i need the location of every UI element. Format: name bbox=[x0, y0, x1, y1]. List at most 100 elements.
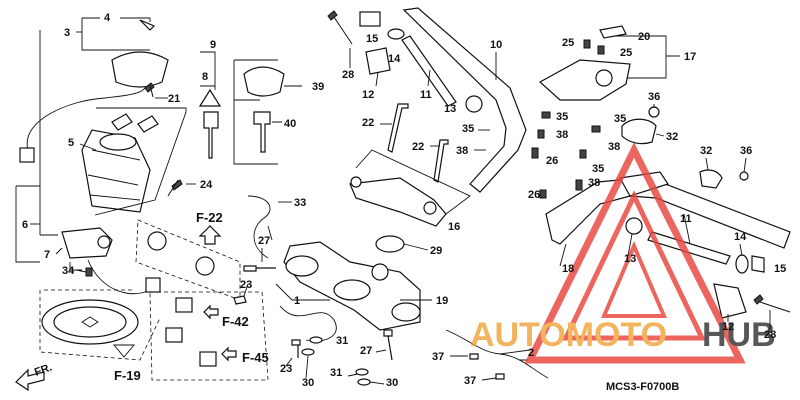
callout-4: 4 bbox=[104, 12, 111, 24]
callout-6: 6 bbox=[22, 219, 28, 231]
lock-cylinder-a bbox=[147, 231, 167, 251]
key-head-part bbox=[243, 66, 285, 97]
callout-13a: 13 bbox=[444, 103, 456, 115]
clip-part bbox=[139, 19, 156, 31]
callout-12a: 12 bbox=[362, 89, 374, 101]
callout-14a: 14 bbox=[388, 53, 401, 65]
callout-12b: 12 bbox=[722, 321, 734, 333]
callout-15: 15 bbox=[366, 33, 378, 45]
callout-38c: 38 bbox=[608, 141, 620, 153]
callout-16: 16 bbox=[448, 221, 460, 233]
ignition-group bbox=[15, 17, 269, 392]
callout-13b: 13 bbox=[624, 253, 636, 265]
callout-11a: 11 bbox=[420, 89, 432, 101]
key-part bbox=[111, 113, 159, 133]
callout-22b: 22 bbox=[412, 141, 424, 153]
callout-2: 2 bbox=[528, 347, 534, 359]
front-label: FR. bbox=[33, 361, 54, 378]
upper-bracket-part bbox=[349, 177, 447, 227]
lock-cylinder-e bbox=[199, 351, 217, 367]
callout-17: 17 bbox=[684, 51, 696, 63]
key-tag-part bbox=[198, 88, 222, 107]
callout-32b: 32 bbox=[700, 145, 712, 157]
callouts: 4 3 21 5 24 6 7 34 9 8 39 40 33 27 23 1 … bbox=[22, 12, 786, 389]
front-arrow-icon bbox=[15, 368, 45, 392]
callout-26a: 26 bbox=[546, 155, 558, 167]
callout-27b: 27 bbox=[360, 345, 372, 357]
right-bushing-part bbox=[713, 283, 747, 319]
callout-25b: 25 bbox=[620, 47, 632, 59]
callout-35b: 35 bbox=[556, 111, 568, 123]
lock-connector-part bbox=[145, 277, 161, 293]
callout-30a: 30 bbox=[302, 377, 314, 389]
small-clamp-part bbox=[699, 169, 723, 189]
lock-cylinder-d bbox=[165, 327, 183, 343]
stem-group bbox=[233, 7, 549, 386]
callout-35a: 35 bbox=[462, 123, 474, 135]
callout-36b: 36 bbox=[740, 145, 752, 157]
callout-36a: 36 bbox=[648, 91, 660, 103]
lock-cylinder-b bbox=[195, 256, 215, 276]
watermark-text-a: AUTOMOTO bbox=[470, 316, 667, 354]
callout-22a: 22 bbox=[362, 117, 374, 129]
callout-14b: 14 bbox=[734, 231, 747, 243]
section-f45: F-45 bbox=[242, 350, 269, 365]
callout-27a: 27 bbox=[258, 235, 270, 247]
callout-31b: 31 bbox=[330, 367, 342, 379]
callout-11b: 11 bbox=[680, 213, 692, 225]
callout-21: 21 bbox=[168, 93, 180, 105]
diagram-code: MCS3-F0700B bbox=[606, 381, 679, 393]
nut-part bbox=[465, 95, 483, 113]
callout-10: 10 bbox=[490, 39, 502, 51]
callout-37a: 37 bbox=[432, 351, 444, 363]
key-group bbox=[198, 51, 302, 165]
callout-30b: 30 bbox=[386, 377, 398, 389]
callout-8: 8 bbox=[202, 71, 208, 83]
callout-23a: 23 bbox=[240, 279, 252, 291]
callout-24: 24 bbox=[200, 179, 213, 191]
leader-lines bbox=[30, 31, 771, 385]
callout-15b: 15 bbox=[774, 263, 786, 275]
callout-5: 5 bbox=[68, 137, 74, 149]
callout-33: 33 bbox=[294, 197, 306, 209]
callout-32a: 32 bbox=[666, 131, 678, 143]
callout-28b: 28 bbox=[764, 329, 776, 341]
handlebar-tube-right bbox=[647, 231, 731, 265]
callout-23b: 23 bbox=[280, 363, 292, 375]
callout-38a: 38 bbox=[456, 145, 468, 157]
stem-nut-part bbox=[375, 235, 405, 253]
callout-9: 9 bbox=[210, 39, 216, 51]
callout-34: 34 bbox=[62, 265, 75, 277]
callout-3: 3 bbox=[64, 27, 70, 39]
handlebar-left-part bbox=[402, 7, 527, 193]
callout-38b: 38 bbox=[556, 129, 568, 141]
clamp-part bbox=[621, 118, 657, 145]
callout-40: 40 bbox=[284, 118, 296, 130]
callout-28a: 28 bbox=[342, 69, 354, 81]
watermark-text-b: HUB bbox=[702, 316, 776, 354]
callout-18: 18 bbox=[562, 263, 574, 275]
callout-20: 20 bbox=[638, 31, 650, 43]
collar-part bbox=[359, 11, 381, 27]
handlebar-nut-part bbox=[625, 217, 643, 235]
callout-38d: 38 bbox=[588, 177, 600, 189]
callout-35c: 35 bbox=[614, 113, 626, 125]
callout-39: 39 bbox=[312, 81, 324, 93]
ignition-switch-part bbox=[81, 129, 151, 213]
section-f22: F-22 bbox=[196, 210, 223, 225]
callout-37b: 37 bbox=[464, 375, 476, 387]
callout-25a: 25 bbox=[562, 37, 574, 49]
section-f19: F-19 bbox=[114, 368, 141, 383]
callout-29: 29 bbox=[430, 245, 442, 257]
section-f42: F-42 bbox=[222, 314, 249, 329]
callout-19: 19 bbox=[436, 295, 448, 307]
handlebar-tube-left bbox=[401, 35, 457, 107]
top-cover-part bbox=[538, 59, 631, 101]
callout-26b: 26 bbox=[528, 189, 540, 201]
callout-7: 7 bbox=[44, 249, 50, 261]
watermark-logo: AUTOMOTO HUB bbox=[470, 142, 776, 364]
lock-switch-part bbox=[61, 227, 113, 259]
spare-key-part bbox=[253, 111, 271, 153]
key-blank-part bbox=[203, 111, 219, 159]
